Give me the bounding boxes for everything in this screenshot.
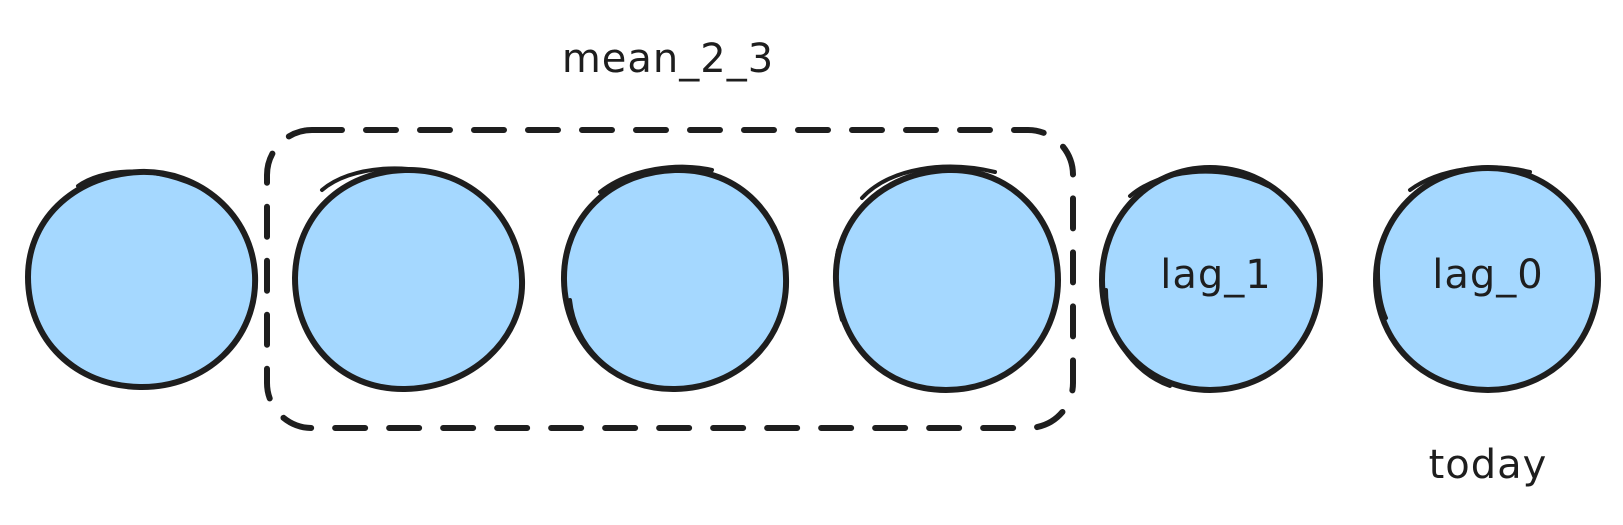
- node-circle: [560, 166, 790, 393]
- today-label: today: [1429, 442, 1548, 488]
- node-circle: [1373, 165, 1601, 393]
- node-4: [832, 164, 1061, 393]
- node-6: lag_0: [1373, 165, 1601, 393]
- node-circle: [832, 166, 1061, 393]
- node-label: lag_0: [1432, 252, 1543, 298]
- node-circle: [292, 166, 526, 393]
- group-box: [264, 127, 1076, 431]
- node-5: lag_1: [1099, 165, 1323, 393]
- node-circle: [25, 168, 259, 391]
- node-2: [292, 166, 526, 393]
- node-label: lag_1: [1160, 252, 1271, 298]
- node-circle: [1099, 165, 1323, 393]
- group-label: mean_2_3: [562, 36, 774, 82]
- node-1: [25, 168, 259, 391]
- node-3: [560, 164, 790, 393]
